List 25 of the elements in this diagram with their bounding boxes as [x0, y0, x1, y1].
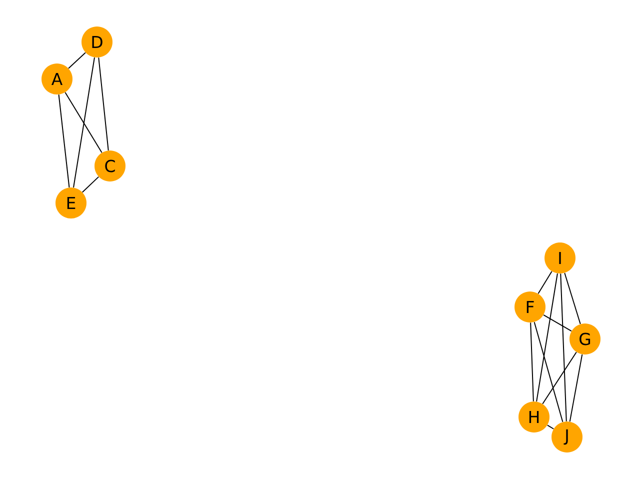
graph-node: G [570, 324, 600, 354]
graph-edge [58, 94, 70, 188]
graph-edge [530, 322, 534, 402]
graph-node: H [518, 402, 550, 432]
graph-edge [534, 322, 564, 422]
graph-edge [73, 57, 95, 188]
graph-edge [542, 352, 577, 404]
graph-edge [82, 176, 100, 193]
graph-node: D [82, 26, 112, 58]
graph-node: A [42, 64, 72, 94]
graph-node: E [56, 188, 86, 218]
graph-edge [64, 92, 102, 154]
graph-edge [98, 57, 109, 151]
graph-edge [536, 273, 558, 402]
graph-edge [543, 314, 572, 332]
graph-node: I [544, 242, 576, 274]
graph-edge [560, 273, 567, 422]
graph-node: F [514, 292, 546, 322]
graph-node: J [552, 422, 582, 452]
graph-edge [564, 272, 581, 324]
graph-edge [538, 270, 552, 294]
graph-edge [569, 354, 583, 422]
graph-edge [68, 52, 86, 69]
graph-edge [546, 424, 554, 430]
graph-node: C [94, 150, 126, 182]
